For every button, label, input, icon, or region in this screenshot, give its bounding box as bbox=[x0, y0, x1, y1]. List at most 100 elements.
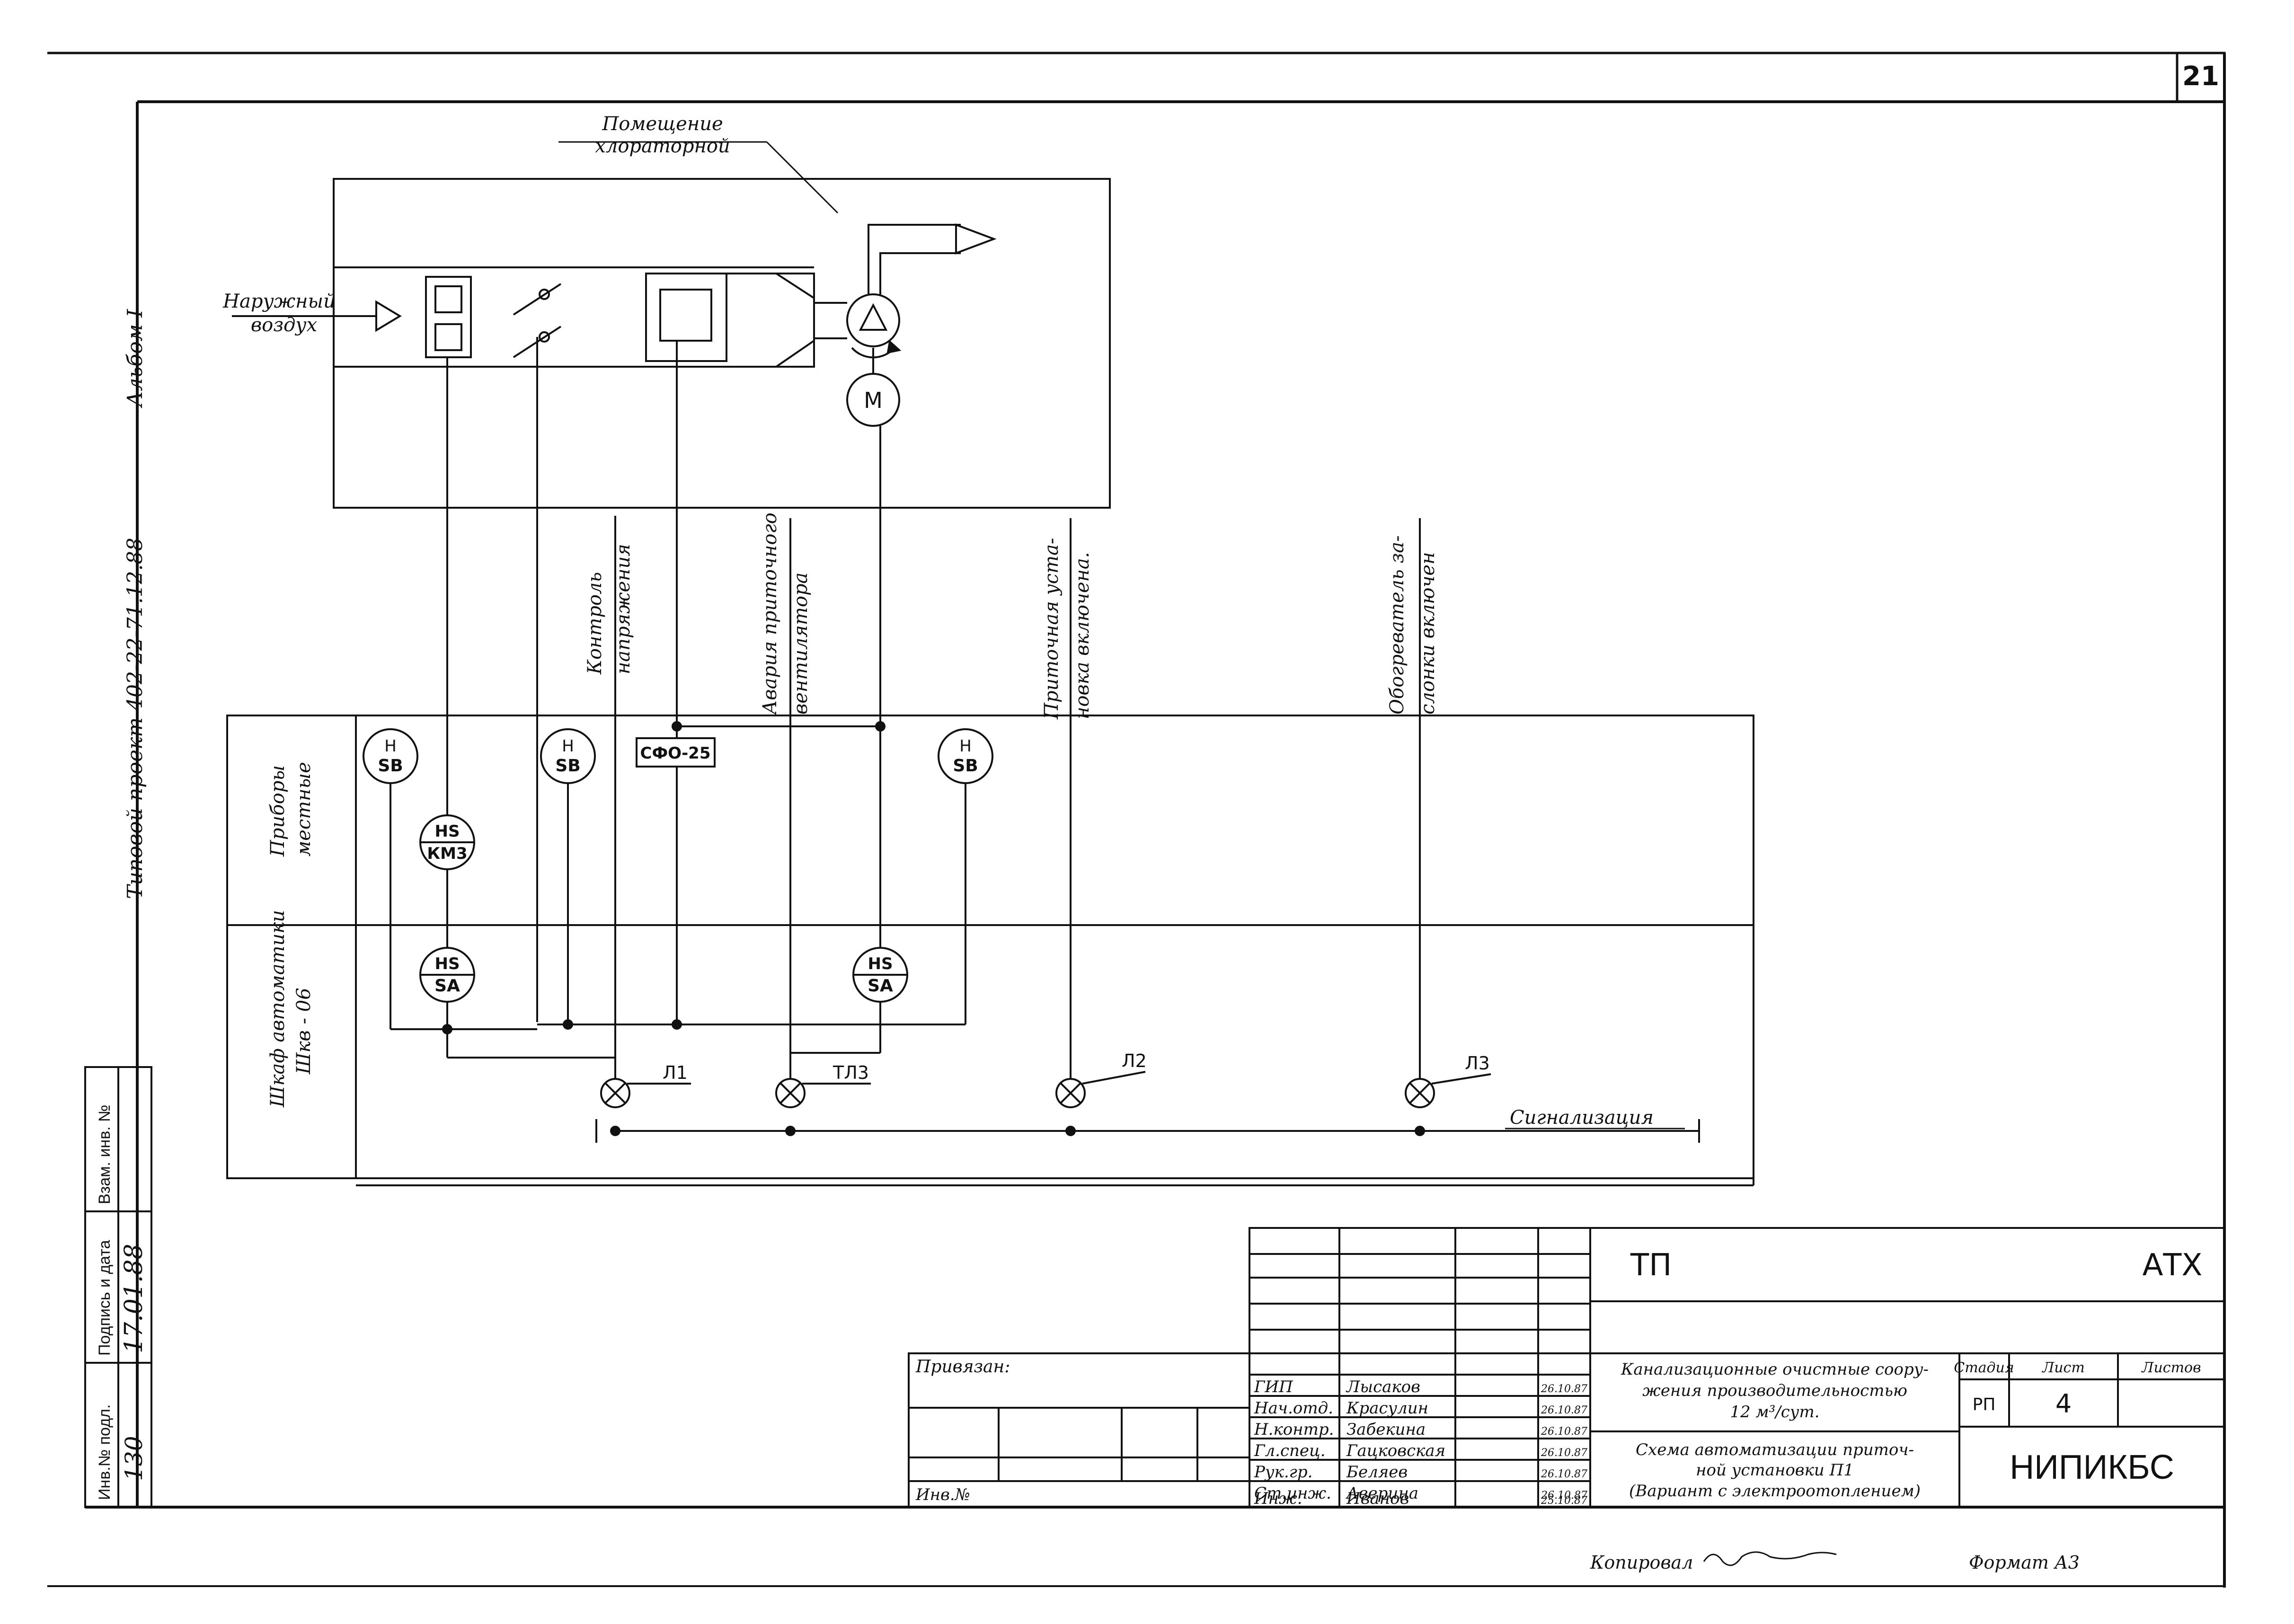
svg-text:Ст.инж.: Ст.инж. bbox=[1254, 1484, 1331, 1503]
svg-text:Рук.гр.: Рук.гр. bbox=[1254, 1463, 1312, 1482]
svg-text:26.10.87: 26.10.87 bbox=[1541, 1447, 1587, 1459]
staff-table: ГИП Лысаков 26.10.87 Нач.отд. Красулин 2… bbox=[1254, 1377, 1587, 1503]
pushbutton-sb-3: H SB bbox=[938, 728, 993, 784]
room-label-leader bbox=[558, 141, 839, 214]
room-label-line1: Помещение bbox=[602, 113, 723, 135]
svg-text:Гацковская: Гацковская bbox=[1346, 1441, 1445, 1460]
col-heater-line1: Обогреватель за- bbox=[1386, 535, 1408, 715]
electric-heater bbox=[645, 273, 815, 368]
lamp-l1 bbox=[600, 1078, 691, 1108]
svg-text:Беляев: Беляев bbox=[1346, 1463, 1408, 1482]
drawing-title-line2: ной установки П1 bbox=[1696, 1461, 1854, 1480]
signal-lines bbox=[446, 337, 1421, 1093]
supply-duct-arrow bbox=[868, 223, 997, 294]
sheet-value: 4 bbox=[2055, 1389, 2072, 1419]
doc-code-right: АТХ bbox=[2143, 1248, 2203, 1283]
svg-text:HS: HS bbox=[435, 954, 460, 973]
lamp-l2-label: Л2 bbox=[1122, 1050, 1147, 1071]
outside-air-line1: Наружный bbox=[222, 291, 336, 312]
left-stamp-strip bbox=[84, 1066, 152, 1508]
pushbutton-sb-2: H SB bbox=[540, 728, 596, 784]
svg-text:26.10.87: 26.10.87 bbox=[1541, 1383, 1587, 1395]
album-label: Альбом I bbox=[123, 309, 147, 408]
staff-cell: 25.10.87 bbox=[1541, 1495, 1587, 1507]
sign-date-label: Подпись и дата bbox=[96, 1240, 114, 1356]
svg-text:H: H bbox=[959, 737, 972, 756]
signal-bus-label: Сигнализация bbox=[1510, 1107, 1654, 1129]
row-cabinet-line1: Шкаф автоматики bbox=[267, 910, 289, 1108]
svg-text:HS: HS bbox=[435, 822, 460, 841]
svg-text:СФО-25: СФО-25 bbox=[640, 744, 711, 763]
col-unit-line1: Приточная уста- bbox=[1041, 538, 1063, 720]
inv-no-value: 130 bbox=[120, 1436, 148, 1481]
lamp-l2 bbox=[1055, 1071, 1146, 1108]
instrument-table bbox=[226, 715, 1754, 1186]
svg-text:SB: SB bbox=[555, 756, 580, 776]
svg-text:Забекина: Забекина bbox=[1346, 1420, 1426, 1439]
air-filter bbox=[425, 276, 472, 358]
svg-text:26.10.87: 26.10.87 bbox=[1541, 1468, 1587, 1480]
drawing-title-line1: Схема автоматизации приточ- bbox=[1636, 1440, 1914, 1459]
lamp-l1-label: Л1 bbox=[663, 1062, 688, 1083]
ventilation-room bbox=[333, 178, 1111, 509]
stage-label: Стадия bbox=[1954, 1359, 2014, 1376]
replace-inv-label: Взам. инв. № bbox=[96, 1104, 114, 1204]
svg-text:SB: SB bbox=[953, 756, 978, 776]
svg-text:H: H bbox=[384, 737, 397, 756]
svg-text:Гл.спец.: Гл.спец. bbox=[1254, 1441, 1326, 1460]
relay-box: СФО-25 bbox=[636, 737, 716, 768]
motor-label: М bbox=[864, 388, 883, 413]
lamp-tl3-label: ТЛ3 bbox=[833, 1062, 869, 1083]
format-label: Формат А3 bbox=[1969, 1552, 2080, 1573]
sheet-frame bbox=[47, 52, 2226, 1588]
svg-text:Красулин: Красулин bbox=[1346, 1399, 1428, 1418]
svg-text:HS: HS bbox=[868, 954, 893, 973]
object-title-line2: жения производительностью bbox=[1642, 1381, 1907, 1400]
svg-text:ГИП: ГИП bbox=[1254, 1377, 1293, 1396]
supply-fan-icon bbox=[814, 293, 902, 359]
doc-code-left: ТП bbox=[1630, 1248, 1672, 1283]
svg-text:Лысаков: Лысаков bbox=[1346, 1377, 1420, 1396]
lamp-l3-label: Л3 bbox=[1465, 1053, 1490, 1074]
outside-air-arrow bbox=[232, 300, 402, 332]
svg-text:SA: SA bbox=[868, 976, 893, 996]
svg-text:Нач.отд.: Нач.отд. bbox=[1254, 1399, 1333, 1418]
page-number: 21 bbox=[2182, 61, 2219, 92]
staff-cell: Инж. bbox=[1254, 1489, 1302, 1508]
svg-text:26.10.87: 26.10.87 bbox=[1541, 1490, 1587, 1501]
lamp-tl3 bbox=[775, 1078, 871, 1108]
svg-text:26.10.87: 26.10.87 bbox=[1541, 1426, 1587, 1438]
col-fan-line2: вентилятора bbox=[790, 573, 812, 715]
col-voltage-line1: Контроль bbox=[584, 572, 606, 675]
project-label: Типовой проект 402-22-71.12.88 bbox=[123, 538, 147, 899]
svg-text:Аверина: Аверина bbox=[1346, 1484, 1418, 1503]
svg-text:SA: SA bbox=[434, 976, 460, 996]
room-label-line2: хлораторной bbox=[595, 135, 730, 157]
row-cabinet-line2: Шкв - 06 bbox=[293, 988, 315, 1075]
tied-label: Привязан: bbox=[915, 1357, 1010, 1377]
inv-label: Инв.№ bbox=[915, 1485, 970, 1504]
organization: НИПИКБС bbox=[2010, 1448, 2174, 1486]
sheet-label: Лист bbox=[2041, 1359, 2085, 1376]
page-number-box bbox=[2176, 52, 2226, 103]
col-unit-line2: новка включена. bbox=[1072, 552, 1093, 719]
switch-hs-sa-2: HS SA bbox=[852, 947, 908, 1003]
svg-text:H: H bbox=[562, 737, 574, 756]
switch-hs-sa-1: HS SA bbox=[419, 947, 475, 1003]
staff-cell: Иванов bbox=[1346, 1489, 1409, 1508]
starter-hs-km3: HS КМ3 bbox=[419, 814, 475, 870]
drawing-title-line3: (Вариант с электроотоплением) bbox=[1629, 1482, 1921, 1500]
col-fan-line1: Авария приточного bbox=[759, 512, 781, 716]
staff-last-row: Инж. Иванов 25.10.87 bbox=[1254, 1489, 1587, 1508]
sheets-label: Листов bbox=[2141, 1359, 2201, 1376]
svg-text:SB: SB bbox=[378, 756, 403, 776]
inv-no-label: Инв.№ подл. bbox=[96, 1404, 114, 1500]
lamp-l3 bbox=[1405, 1073, 1491, 1108]
title-block-grid bbox=[908, 1227, 2225, 1508]
row-local-line2: местные bbox=[293, 762, 315, 856]
stage-value: РП bbox=[1973, 1395, 1996, 1414]
pushbutton-sb-1: H SB bbox=[363, 728, 418, 784]
svg-text:26.10.87: 26.10.87 bbox=[1541, 1404, 1587, 1416]
col-heater-line2: слонки включен bbox=[1417, 552, 1439, 715]
